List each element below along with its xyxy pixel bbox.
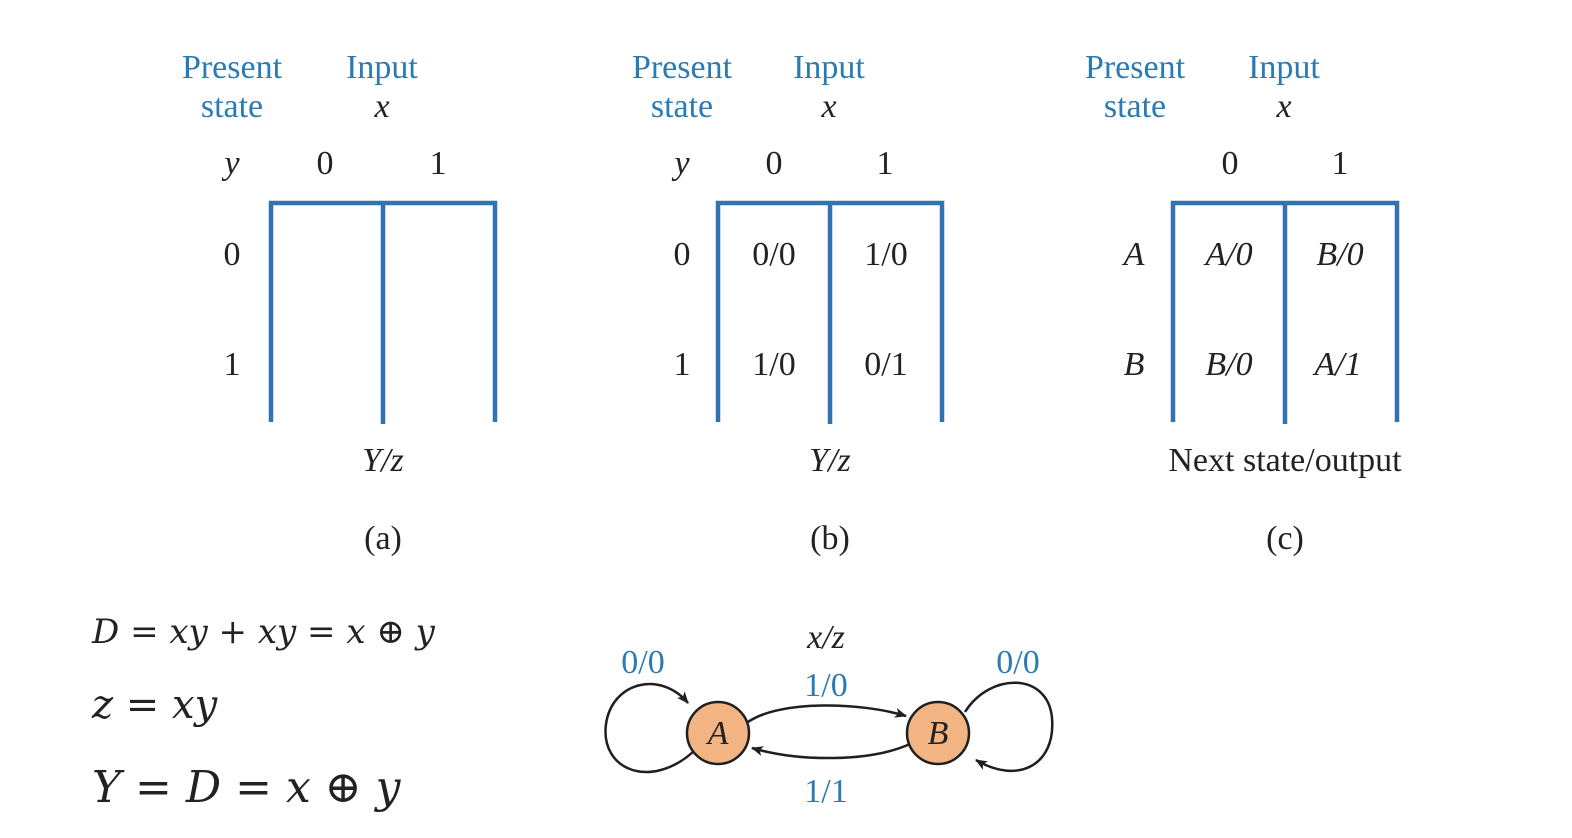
table-b-col-label-0: 0	[766, 145, 783, 182]
table-c-col-label-1: 1	[1332, 145, 1349, 182]
equation-d: D = xy + xy = x ⊕ y	[91, 612, 436, 652]
table-a-row-label-0: 0	[224, 236, 241, 273]
state-node-a-label: A	[706, 715, 729, 752]
table-b-cell: 1/0	[864, 236, 907, 273]
state-node-a: A	[685, 700, 751, 766]
table-a-input-label: Input	[346, 49, 418, 86]
state-diagram: x/z 0/0 1/0 1/1 0/0 A B	[604, 619, 1054, 810]
edge-b-to-a-label: 1/1	[804, 773, 847, 810]
equation-y: Y = D = x ⊕ y	[92, 762, 402, 813]
table-c-cell: B/0	[1316, 236, 1363, 273]
table-b-row-label-0: 0	[674, 236, 691, 273]
table-a-present-label-1: Present	[182, 49, 283, 86]
state-node-b-label: B	[928, 715, 949, 752]
table-b-cell: 0/1	[864, 346, 907, 383]
table-c-caption: (c)	[1266, 520, 1304, 557]
table-c-present-label-2: state	[1104, 88, 1166, 125]
table-b-row-var: y	[671, 145, 690, 182]
table-a-footer: Y/z	[362, 442, 404, 479]
table-c-input-var: x	[1275, 88, 1291, 125]
table-b-input-label: Input	[793, 49, 865, 86]
table-a: Present state Input x y 0 1 0 1 Y/z (a)	[182, 49, 498, 557]
table-c-footer: Next state/output	[1168, 442, 1402, 479]
table-c-frame	[1170, 200, 1400, 424]
table-c-col-label-0: 0	[1222, 145, 1239, 182]
table-a-col-label-1: 1	[430, 145, 447, 182]
table-b-input-var: x	[820, 88, 836, 125]
state-node-b: B	[905, 700, 971, 766]
self-loop-a-label: 0/0	[621, 644, 664, 681]
table-c-row-label-1: B	[1124, 346, 1145, 383]
edge-a-to-b-label: 1/0	[804, 667, 847, 704]
table-b-cell: 1/0	[752, 346, 795, 383]
table-b-present-label-2: state	[651, 88, 713, 125]
table-b-footer: Y/z	[809, 442, 851, 479]
self-loop-b-label: 0/0	[996, 644, 1039, 681]
table-a-caption: (a)	[364, 520, 402, 557]
table-c-row-label-0: A	[1122, 236, 1145, 273]
table-b-present-label-1: Present	[632, 49, 733, 86]
table-a-present-label-2: state	[201, 88, 263, 125]
table-b-cell: 0/0	[752, 236, 795, 273]
edge-b-to-a	[751, 742, 911, 760]
table-a-frame	[268, 200, 498, 424]
table-a-col-label-0: 0	[317, 145, 334, 182]
table-c-cell: A/0	[1203, 236, 1252, 273]
self-loop-b-edge	[963, 681, 1054, 772]
edge-a-to-b	[747, 704, 907, 724]
table-a-input-var: x	[373, 88, 389, 125]
diagram-legend: x/z	[806, 619, 845, 656]
table-a-row-label-1: 1	[224, 346, 241, 383]
table-b-caption: (b)	[810, 520, 850, 557]
table-a-row-var: y	[221, 145, 240, 182]
table-c-input-label: Input	[1248, 49, 1320, 86]
table-b-frame	[715, 200, 945, 424]
table-b-row-label-1: 1	[674, 346, 691, 383]
table-c-present-label-1: Present	[1085, 49, 1186, 86]
table-b-col-label-1: 1	[877, 145, 894, 182]
table-c-cell: B/0	[1205, 346, 1252, 383]
self-loop-a-edge	[604, 682, 694, 774]
table-b: Present state Input x y 0 1 0 1 0/0 1/0 …	[632, 49, 945, 557]
table-c-cell: A/1	[1312, 346, 1361, 383]
equation-z: z = xy	[91, 682, 219, 728]
equations: D = xy + xy = x ⊕ y z = xy Y = D = x ⊕ y	[91, 612, 436, 813]
table-c: Present state Input x 0 1 A B A/0 B/0 B/…	[1085, 49, 1402, 557]
